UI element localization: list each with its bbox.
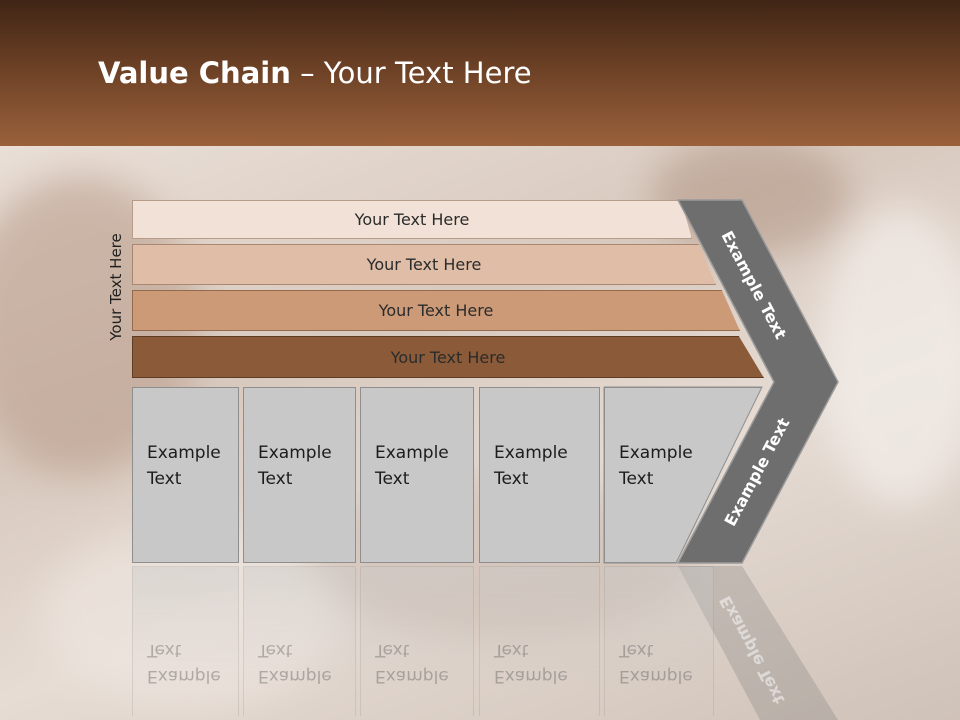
example-box-2[interactable]: Example Text xyxy=(243,387,356,563)
example-box-4[interactable]: Example Text xyxy=(479,387,600,563)
box-2-line-2: Text xyxy=(258,469,293,489)
chevron-reflection xyxy=(678,566,838,720)
slide-title[interactable]: Value Chain – Your Text Here xyxy=(98,56,532,90)
header-bar xyxy=(0,0,960,146)
band-3-label: Your Text Here xyxy=(378,301,494,320)
band-1[interactable]: Your Text Here xyxy=(132,200,692,239)
box-2-line-1: Example xyxy=(258,443,332,463)
box-5-line-2: Text xyxy=(619,469,654,489)
band-2[interactable]: Your Text Here xyxy=(132,244,716,285)
band-3[interactable]: Your Text Here xyxy=(132,290,740,331)
box-4-line-1: Example xyxy=(494,443,568,463)
band-2-label: Your Text Here xyxy=(366,255,482,274)
band-1-label: Your Text Here xyxy=(354,210,470,229)
title-rest: – Your Text Here xyxy=(290,56,532,90)
example-box-1[interactable]: Example Text xyxy=(132,387,239,563)
box-3-line-2: Text xyxy=(375,469,410,489)
background-photo xyxy=(0,146,960,720)
box-3-line-1: Example xyxy=(375,443,449,463)
title-bold: Value Chain xyxy=(98,56,291,90)
example-box-3[interactable]: Example Text xyxy=(360,387,474,563)
band-4-label: Your Text Here xyxy=(390,347,506,367)
chevron-shape xyxy=(676,199,839,564)
band-4[interactable]: Your Text Here xyxy=(132,336,764,378)
box-4-line-2: Text xyxy=(494,469,529,489)
box-1-line-2: Text xyxy=(147,469,182,489)
box-1-line-1: Example xyxy=(147,443,221,463)
box-5-line-1: Example xyxy=(619,443,693,463)
